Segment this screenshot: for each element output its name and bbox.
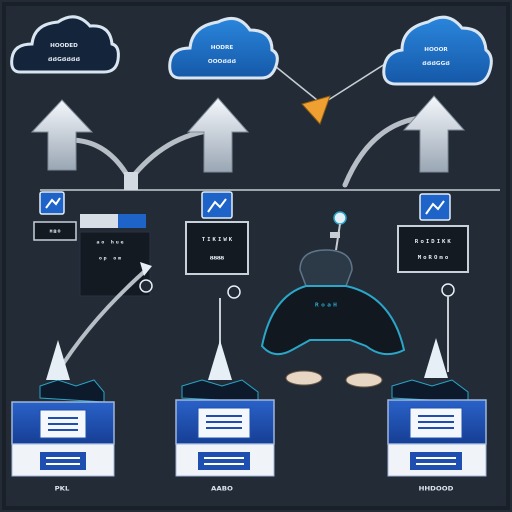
pin-icon <box>330 211 347 251</box>
cloud-3-line1: ᴴᴼᴼᴼᴿ <box>424 47 448 57</box>
server-right[interactable] <box>387 338 487 477</box>
cloud-1[interactable]: ᴴᴼᴼᴰᴱᴰ ᴽᴽᴳᴽᴽᴽᴽ <box>10 15 120 74</box>
figure-body <box>260 285 406 356</box>
server-left[interactable] <box>11 340 115 477</box>
panel-right-body <box>397 225 469 273</box>
footer-label-left: ᴾᴷᴸ <box>55 484 70 497</box>
cloud-1-line1: ᴴᴼᴼᴰᴱᴰ <box>50 43 78 53</box>
cloud-links <box>269 61 389 105</box>
panel-right-line1: ᴿᵒᴵᴰᴵᴷᴷ <box>414 239 452 249</box>
figure-foot-left <box>285 370 323 386</box>
badge-left-icon[interactable] <box>39 191 65 215</box>
cloud-1-line2: ᴽᴽᴳᴽᴽᴽᴽ <box>48 57 81 67</box>
arc-center-right <box>342 115 423 188</box>
server-center[interactable] <box>175 340 275 477</box>
panel-center[interactable]: ᵀᴵᴷᴵᵂᴷ ᴽᴽᴽᴽ <box>185 221 249 275</box>
panel-left-line1: ᵃᵒ ʰᵘᵉ <box>96 239 125 248</box>
cloud-shape <box>10 15 120 74</box>
panel-left[interactable]: ᴴᴽᴼ ᵃᵒ ʰᵘᵉ ᵒᵖ ᵒᵐ <box>33 214 151 297</box>
cloud-shape <box>168 16 279 80</box>
cloud-2[interactable]: ᴴᴼᴰᴿᴱ ᴼᴼᴼᴽᴽᴽ <box>168 16 279 80</box>
panel-center-body <box>185 221 249 275</box>
panel-right-line2: ᴹᵒᴿᴼᵐᵒ <box>417 255 450 265</box>
hooded-figure: ᴿᵒᵃᴴ <box>260 249 406 388</box>
panel-left-bar-accent <box>118 214 146 228</box>
up-arrow-left <box>30 99 94 171</box>
node-dot-right <box>441 283 455 297</box>
cloud-link-center-right-b <box>321 61 389 105</box>
figure-foot-right <box>345 372 383 388</box>
arc-junction <box>124 172 138 190</box>
panel-left-label: ᴴᴽᴼ <box>49 228 62 237</box>
cloud-3-line2: ᴽᴽᴽᴳᴳᴽ <box>422 61 450 71</box>
orange-accent-icon <box>301 95 331 125</box>
cloud-link-center-right-a <box>269 61 323 105</box>
footer-label-right: ᴴᴴᴰᴼᴼᴰ <box>419 484 454 497</box>
badge-center-icon[interactable] <box>201 191 233 219</box>
panel-left-line2: ᵒᵖ ᵒᵐ <box>98 255 122 264</box>
figure-label: ᴿᵒᵃᴴ <box>314 302 338 313</box>
panel-left-body <box>79 231 151 297</box>
cloud-2-line2: ᴼᴼᴼᴽᴽᴽ <box>208 59 237 69</box>
footer-label-center: ᴬᴬᴮᴼ <box>211 484 233 497</box>
cloud-2-line1: ᴴᴼᴰᴿᴱ <box>211 45 234 55</box>
panel-center-line2: ᴽᴽᴽᴽ <box>210 255 225 265</box>
panel-right[interactable]: ᴿᵒᴵᴰᴵᴷᴷ ᴹᵒᴿᴼᵐᵒ <box>397 225 469 273</box>
badge-right-icon[interactable] <box>419 193 451 221</box>
node-dot-center <box>227 285 241 299</box>
figure-head <box>299 249 353 287</box>
panel-center-line1: ᵀᴵᴷᴵᵂᴷ <box>201 237 234 247</box>
panel-left-label-box <box>33 221 77 241</box>
cloud-3[interactable]: ᴴᴼᴼᴼᴿ ᴽᴽᴽᴳᴳᴽ <box>382 15 493 86</box>
node-dot-left <box>139 279 153 293</box>
up-arrow-right <box>402 95 466 173</box>
cloud-shape <box>382 15 493 86</box>
diagonal-pointer <box>56 262 153 374</box>
up-arrow-center <box>186 97 250 173</box>
